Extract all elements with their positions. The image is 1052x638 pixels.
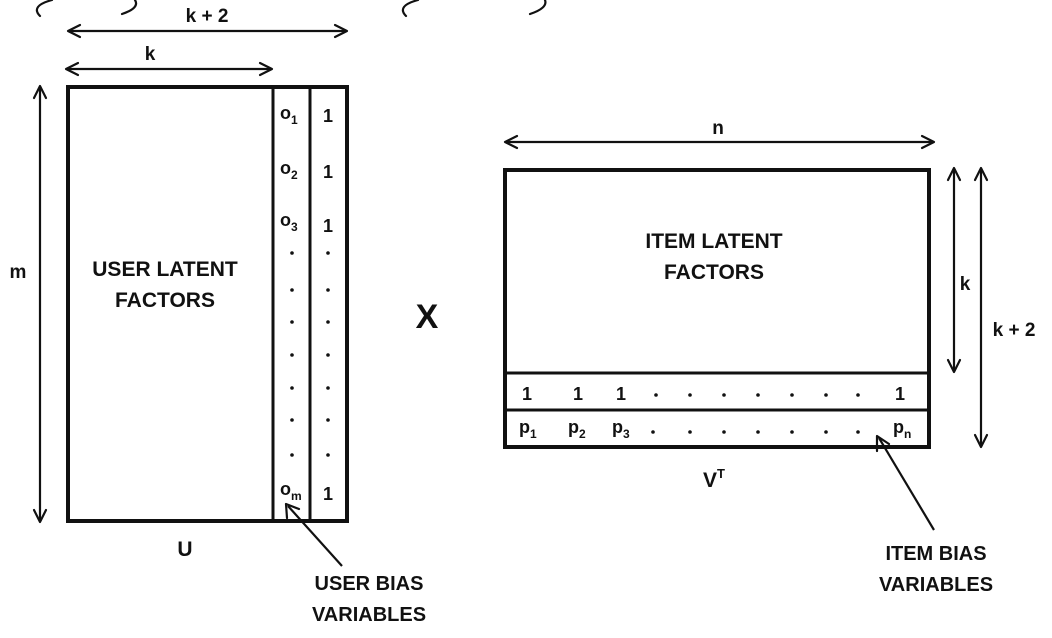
user-latent-title-line2: FACTORS — [115, 289, 215, 312]
cropped-bracket-left — [35, 0, 54, 18]
item-latent-title-line1: ITEM LATENT — [645, 230, 782, 253]
item-bias-callout-arrow — [875, 434, 935, 531]
item-ones-entry: 1 — [616, 384, 626, 404]
vt-width-arrow — [503, 134, 936, 150]
vt-width-label: n — [712, 118, 724, 139]
item-bias-entry: p1 — [519, 417, 537, 441]
item-ones-entry: 1 — [522, 384, 532, 404]
user-bias-callout-arrow — [284, 502, 343, 567]
user-bias-entry: o3 — [280, 210, 298, 234]
u-total-width-label: k + 2 — [186, 6, 229, 27]
user-bias-callout-line2: VARIABLES — [312, 604, 426, 626]
item-matrix-name: VT — [703, 466, 725, 492]
vt-factor-height-arrow — [946, 166, 962, 374]
user-ones-ellipsis — [326, 251, 330, 457]
user-ones-entry: 1 — [323, 106, 333, 126]
u-total-width-arrow — [66, 23, 349, 39]
item-ones-ellipsis — [654, 393, 860, 397]
vt-total-height-arrow — [973, 166, 989, 449]
user-bias-entry: o2 — [280, 158, 298, 182]
u-height-arrow — [32, 84, 48, 524]
cropped-bracket-right — [401, 0, 420, 18]
item-bias-ellipsis — [651, 430, 860, 434]
item-bias-entry: pn — [893, 417, 911, 441]
item-matrix-outline — [503, 168, 931, 449]
vt-factor-height-label: k — [960, 274, 971, 295]
user-matrix: USER LATENT FACTORS o1 o2 o3 om 1 1 1 1 … — [66, 85, 349, 561]
item-matrix: ITEM LATENT FACTORS 1 1 1 1 p1 p2 p3 pn … — [503, 168, 931, 492]
u-height-label: m — [10, 262, 27, 283]
item-bias-callout-line2: VARIABLES — [879, 574, 993, 596]
item-latent-title-line2: FACTORS — [664, 261, 764, 284]
user-latent-title-line1: USER LATENT — [92, 258, 238, 281]
user-bias-ellipsis — [290, 251, 294, 457]
user-ones-entry: 1 — [323, 216, 333, 236]
user-matrix-name: U — [177, 538, 192, 561]
user-bias-entry: om — [280, 479, 302, 503]
vt-total-height-label: k + 2 — [993, 320, 1036, 341]
item-ones-entry: 1 — [895, 384, 905, 404]
item-bias-callout-line1: ITEM BIAS — [885, 543, 986, 565]
user-ones-entry: 1 — [323, 484, 333, 504]
u-factor-width-label: k — [145, 44, 156, 65]
multiply-operator: X — [416, 298, 439, 336]
user-bias-entry: o1 — [280, 103, 298, 127]
item-ones-entry: 1 — [573, 384, 583, 404]
item-bias-entry: p2 — [568, 417, 586, 441]
cropped-bracket-right-2 — [528, 0, 547, 16]
item-bias-entry: p3 — [612, 417, 630, 441]
user-matrix-outline — [66, 85, 349, 523]
user-ones-entry: 1 — [323, 162, 333, 182]
u-factor-width-arrow — [64, 61, 274, 77]
user-bias-callout-line1: USER BIAS — [315, 573, 424, 595]
cropped-bracket-left-2 — [120, 0, 138, 16]
